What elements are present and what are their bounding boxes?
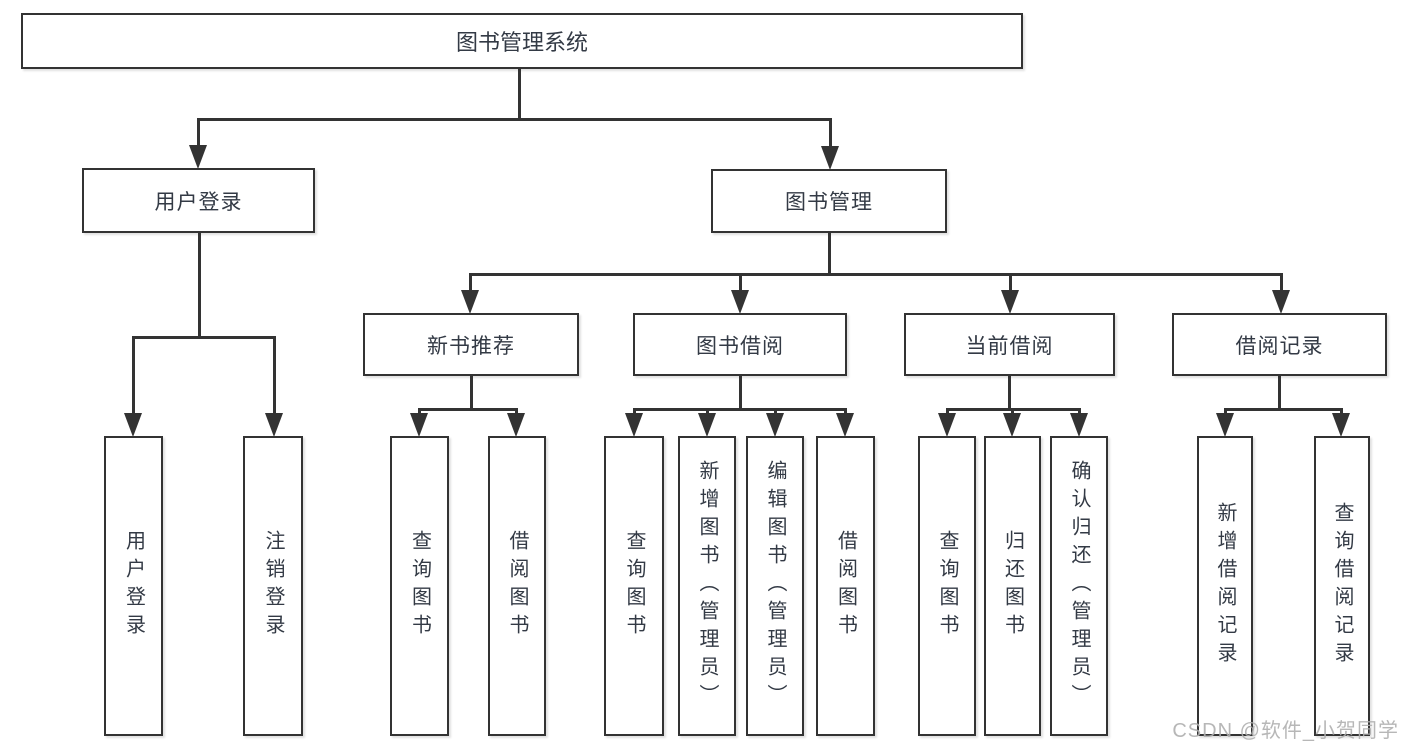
arrow-down-icon <box>1216 413 1234 437</box>
connector-bookmgmt-stem-4 <box>1280 273 1283 293</box>
node-book-management-label: 图书管理 <box>785 191 873 214</box>
leaf-user-login-label: 用户登录 <box>122 530 145 642</box>
leaf-add-borrow-record-label: 新增借阅记录 <box>1214 502 1236 670</box>
connector-borrow-rail <box>633 408 846 411</box>
connector-bookmgmt-stem-3 <box>1009 273 1012 293</box>
node-current-borrow-label: 当前借阅 <box>965 334 1054 358</box>
connector-root-right-stem <box>829 118 832 150</box>
arrow-down-icon <box>1070 413 1088 437</box>
leaf-recommend-query-books-label: 查询图书 <box>408 530 431 642</box>
leaf-add-borrow-record: 新增借阅记录 <box>1197 436 1253 736</box>
leaf-add-book-admin: 新增图书（管理员） <box>678 436 736 736</box>
arrow-down-icon <box>461 290 479 314</box>
leaf-recommend-borrow-books: 借阅图书 <box>488 436 546 736</box>
leaf-borrow-query-books-label: 查询图书 <box>623 530 645 642</box>
leaf-return-books: 归还图书 <box>984 436 1041 736</box>
node-user-login: 用户登录 <box>82 168 315 233</box>
connector-root-rail <box>197 118 831 121</box>
arrow-down-icon <box>1001 290 1019 314</box>
leaf-confirm-return-admin-label: 确认归还（管理员） <box>1068 460 1090 712</box>
connector-recommend-rail <box>418 408 518 411</box>
arrow-down-icon <box>189 145 207 169</box>
arrow-down-icon <box>410 413 428 437</box>
leaf-edit-book-admin-label: 编辑图书（管理员） <box>764 460 786 712</box>
connector-bookmgmt-stem-2 <box>739 273 742 293</box>
connector-bookmgmt-rail <box>469 273 1282 276</box>
connector-bookmgmt-stem-1 <box>469 273 472 293</box>
leaf-logout: 注销登录 <box>243 436 303 736</box>
node-book-borrow-label: 图书借阅 <box>696 334 784 358</box>
leaf-borrow-books: 借阅图书 <box>816 436 875 736</box>
arrow-down-icon <box>265 413 283 437</box>
node-new-book-recommend-label: 新书推荐 <box>427 334 515 358</box>
arrow-down-icon <box>821 146 839 170</box>
arrow-down-icon <box>938 413 956 437</box>
arrow-down-icon <box>625 413 643 437</box>
arrow-down-icon <box>1272 290 1290 314</box>
leaf-current-query-books: 查询图书 <box>918 436 976 736</box>
arrow-down-icon <box>507 413 525 437</box>
leaf-query-borrow-record-label: 查询借阅记录 <box>1331 502 1353 670</box>
leaf-user-login: 用户登录 <box>104 436 163 736</box>
connector-root-left-stem <box>197 118 200 150</box>
node-book-borrow: 图书借阅 <box>633 313 847 376</box>
connector-userlogin-stem-1 <box>132 336 135 418</box>
arrow-down-icon <box>731 290 749 314</box>
leaf-query-borrow-record: 查询借阅记录 <box>1314 436 1370 736</box>
connector-current-drop <box>1008 376 1011 410</box>
node-root-label: 图书管理系统 <box>455 30 588 55</box>
arrow-down-icon <box>836 413 854 437</box>
arrow-down-icon <box>124 413 142 437</box>
leaf-recommend-borrow-books-label: 借阅图书 <box>506 530 528 642</box>
node-current-borrow: 当前借阅 <box>904 313 1115 376</box>
connector-borrow-drop <box>739 376 742 410</box>
node-user-login-label: 用户登录 <box>154 190 243 214</box>
leaf-confirm-return-admin: 确认归还（管理员） <box>1050 436 1108 736</box>
connector-userlogin-drop <box>198 233 201 337</box>
leaf-borrow-books-label: 借阅图书 <box>834 530 857 642</box>
connector-recommend-drop <box>470 376 473 410</box>
connector-userlogin-rail <box>133 336 275 339</box>
node-borrow-records-label: 借阅记录 <box>1235 334 1324 358</box>
leaf-recommend-query-books: 查询图书 <box>390 436 449 736</box>
connector-records-rail <box>1224 408 1342 411</box>
arrow-down-icon <box>1003 413 1021 437</box>
leaf-add-book-admin-label: 新增图书（管理员） <box>696 460 718 712</box>
leaf-current-query-books-label: 查询图书 <box>936 530 958 642</box>
connector-records-drop <box>1278 376 1281 410</box>
node-book-management: 图书管理 <box>711 169 947 233</box>
arrow-down-icon <box>1332 413 1350 437</box>
leaf-borrow-query-books: 查询图书 <box>604 436 664 736</box>
node-new-book-recommend: 新书推荐 <box>363 313 579 376</box>
leaf-return-books-label: 归还图书 <box>1001 530 1024 642</box>
connector-root-drop <box>518 69 521 120</box>
node-borrow-records: 借阅记录 <box>1172 313 1387 376</box>
arrow-down-icon <box>698 413 716 437</box>
connector-bookmgmt-drop <box>828 233 831 275</box>
leaf-edit-book-admin: 编辑图书（管理员） <box>746 436 804 736</box>
arrow-down-icon <box>766 413 784 437</box>
watermark: CSDN @软件_小贺同学 <box>1172 720 1399 742</box>
node-root: 图书管理系统 <box>21 13 1023 69</box>
leaf-logout-label: 注销登录 <box>262 530 284 642</box>
connector-userlogin-stem-2 <box>273 336 276 418</box>
